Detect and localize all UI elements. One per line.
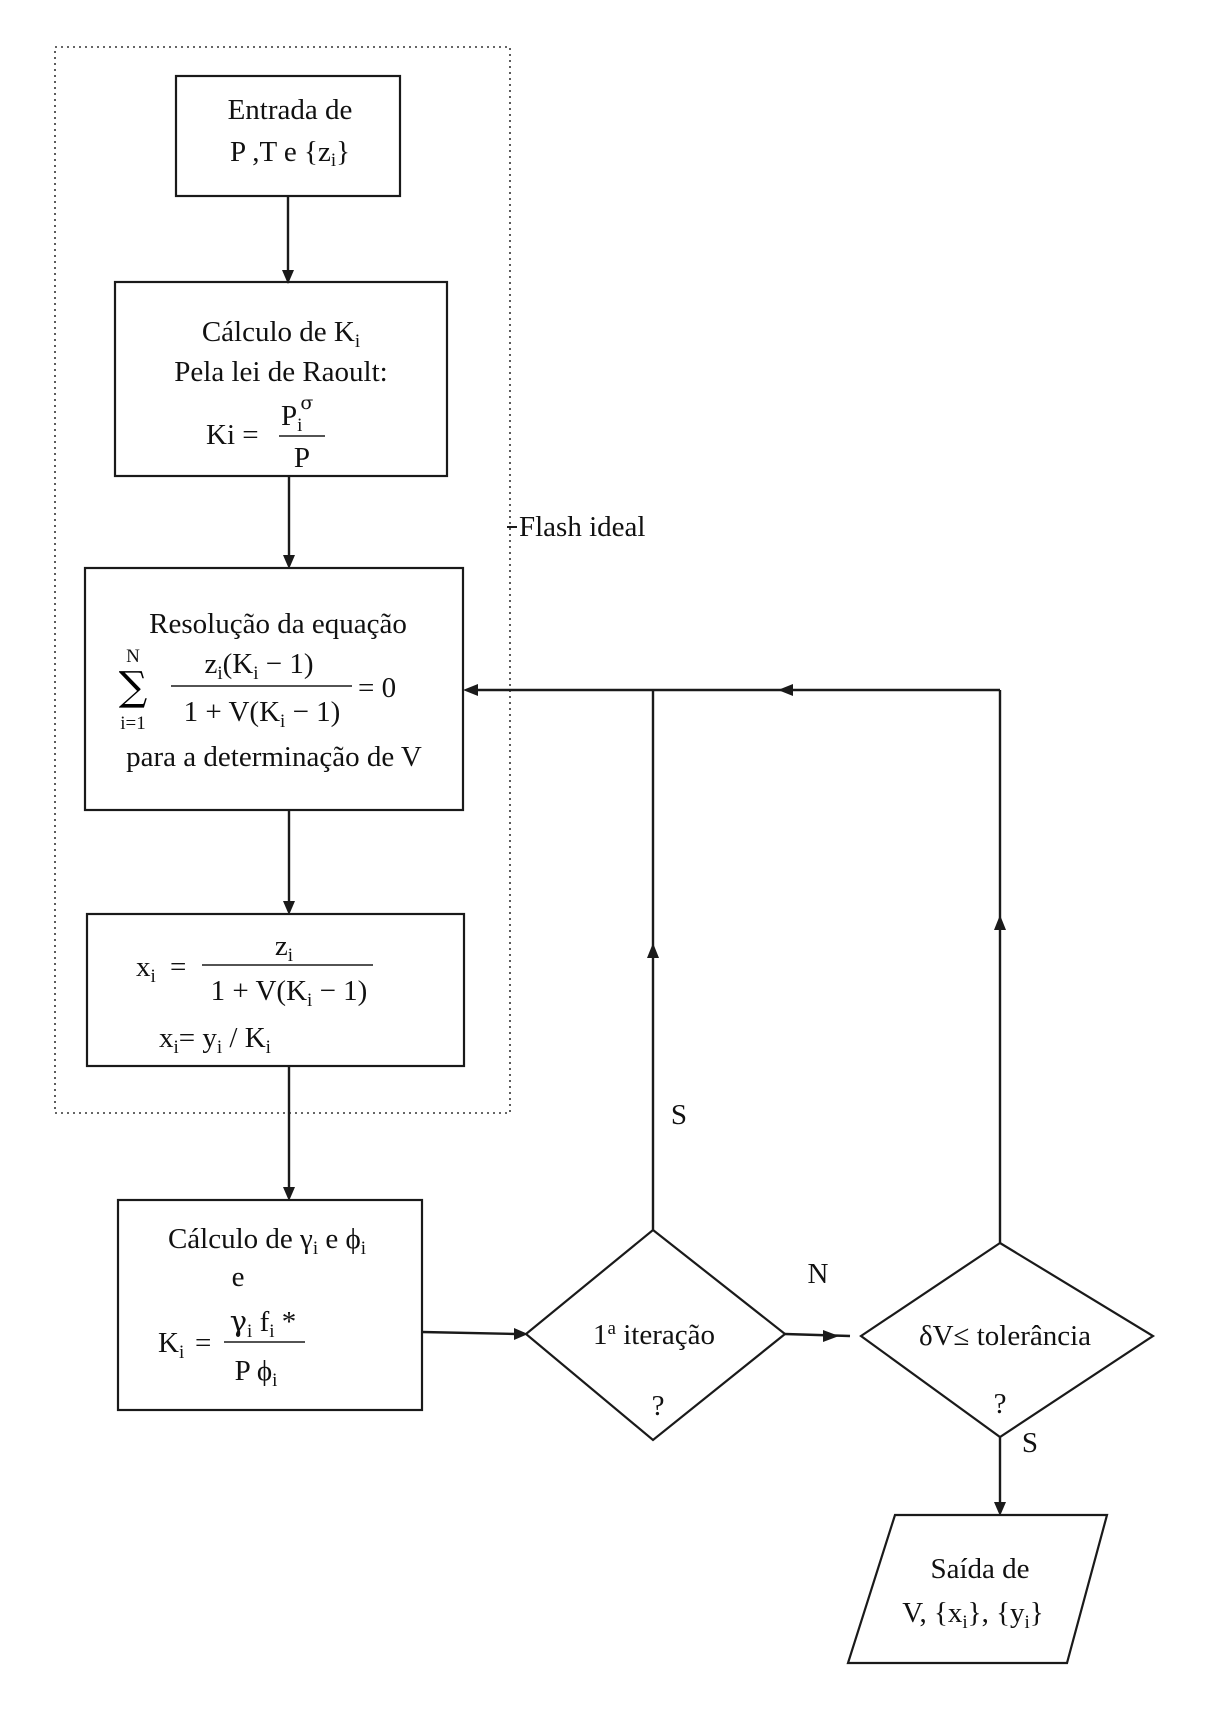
composition-eq: = bbox=[170, 951, 186, 983]
rachford-denominator: 1 + V(Ki − 1) bbox=[184, 696, 341, 732]
first-iteration-text: 1a iteração bbox=[593, 1318, 715, 1351]
edge-gamma-phi-first-iteration bbox=[421, 1330, 517, 1336]
gamma-phi-k: Ki bbox=[158, 1327, 184, 1363]
flash-ideal-label: Flash ideal bbox=[519, 511, 645, 543]
sum-symbol: ∑ bbox=[119, 664, 148, 710]
raoult-line1: Cálculo de Ki bbox=[202, 316, 360, 352]
arrow-into-first-iteration bbox=[514, 1328, 528, 1340]
output-line1: Saída de bbox=[930, 1553, 1029, 1585]
composition-node: xi = zi 1 + V(Ki − 1) xi= yi / Ki bbox=[85, 912, 466, 1068]
input-node: Entrada de P ,T e {zi} bbox=[174, 74, 402, 198]
gamma-phi-den: P ϕi bbox=[235, 1355, 278, 1391]
arrow-into-tolerance bbox=[823, 1330, 839, 1342]
input-line2: P ,T e {zi} bbox=[230, 136, 350, 171]
raoult-node: Cálculo de Ki Pela lei de Raoult: Ki = P… bbox=[113, 280, 449, 478]
sum-upper: N bbox=[126, 646, 140, 667]
label-first-iteration-yes: S bbox=[671, 1099, 687, 1131]
first-iteration-diamond bbox=[524, 1228, 787, 1442]
rachford-box bbox=[83, 566, 465, 812]
tolerance-q: ? bbox=[994, 1388, 1007, 1420]
arrow-into-output bbox=[994, 1502, 1006, 1516]
output-node: Saída de V, {xi}, {yi} bbox=[846, 1513, 1109, 1665]
arrow-into-composition bbox=[283, 901, 295, 915]
input-line1: Entrada de bbox=[228, 94, 353, 126]
first-iteration-q: ? bbox=[652, 1390, 665, 1422]
rachford-line1: Resolução da equação bbox=[149, 608, 407, 640]
label-tolerance-yes: S bbox=[1022, 1427, 1038, 1459]
raoult-eq-lhs: Ki = bbox=[206, 419, 259, 451]
edge-first-iteration-tolerance bbox=[784, 1332, 851, 1338]
raoult-eq-den: P bbox=[294, 442, 310, 474]
first-iteration-decision: 1a iteração ? bbox=[524, 1228, 787, 1442]
output-parallelogram bbox=[846, 1513, 1109, 1665]
composition-x: xi bbox=[136, 951, 156, 987]
label-first-iteration-no: N bbox=[808, 1258, 829, 1290]
sum-lower: i=1 bbox=[120, 713, 146, 734]
arrow-into-rachford-side bbox=[463, 684, 478, 696]
rachford-numerator: zi(Ki − 1) bbox=[204, 648, 313, 684]
composition-num: zi bbox=[275, 930, 293, 966]
gamma-phi-box bbox=[116, 1198, 424, 1412]
gamma-phi-line2: e bbox=[232, 1261, 245, 1293]
rachford-rhs: = 0 bbox=[358, 672, 396, 704]
raoult-eq-num: Piσ bbox=[281, 392, 313, 436]
gamma-phi-num: γi fi * bbox=[230, 1304, 297, 1342]
tolerance-text: δV≤ tolerância bbox=[919, 1320, 1091, 1352]
composition-den: 1 + V(Ki − 1) bbox=[211, 975, 368, 1011]
output-line2: V, {xi}, {yi} bbox=[902, 1597, 1043, 1633]
arrow-up-first-iteration bbox=[647, 943, 659, 958]
composition-box bbox=[85, 912, 466, 1068]
flash-ideal-group bbox=[54, 46, 511, 1114]
raoult-line2: Pela lei de Raoult: bbox=[174, 356, 387, 388]
gamma-phi-line1: Cálculo de γi e ϕi bbox=[168, 1223, 366, 1259]
gamma-phi-eq: = bbox=[195, 1327, 211, 1359]
composition-line2: xi= yi / Ki bbox=[159, 1022, 271, 1058]
arrow-up-tolerance bbox=[994, 915, 1006, 930]
rachford-node: Resolução da equação N ∑ i=1 zi(Ki − 1) … bbox=[83, 566, 465, 812]
arrow-into-rachford bbox=[283, 555, 295, 569]
arrow-into-raoult bbox=[282, 270, 294, 284]
arrow-loop-mid bbox=[778, 684, 793, 696]
raoult-box bbox=[113, 280, 449, 478]
gamma-phi-node: Cálculo de γi e ϕi e Ki = γi fi * P ϕi bbox=[116, 1198, 424, 1412]
rachford-line-last: para a determinação de V bbox=[126, 741, 422, 773]
tolerance-decision: δV≤ tolerância ? bbox=[859, 1241, 1156, 1439]
arrow-into-gamma-phi bbox=[283, 1187, 295, 1201]
